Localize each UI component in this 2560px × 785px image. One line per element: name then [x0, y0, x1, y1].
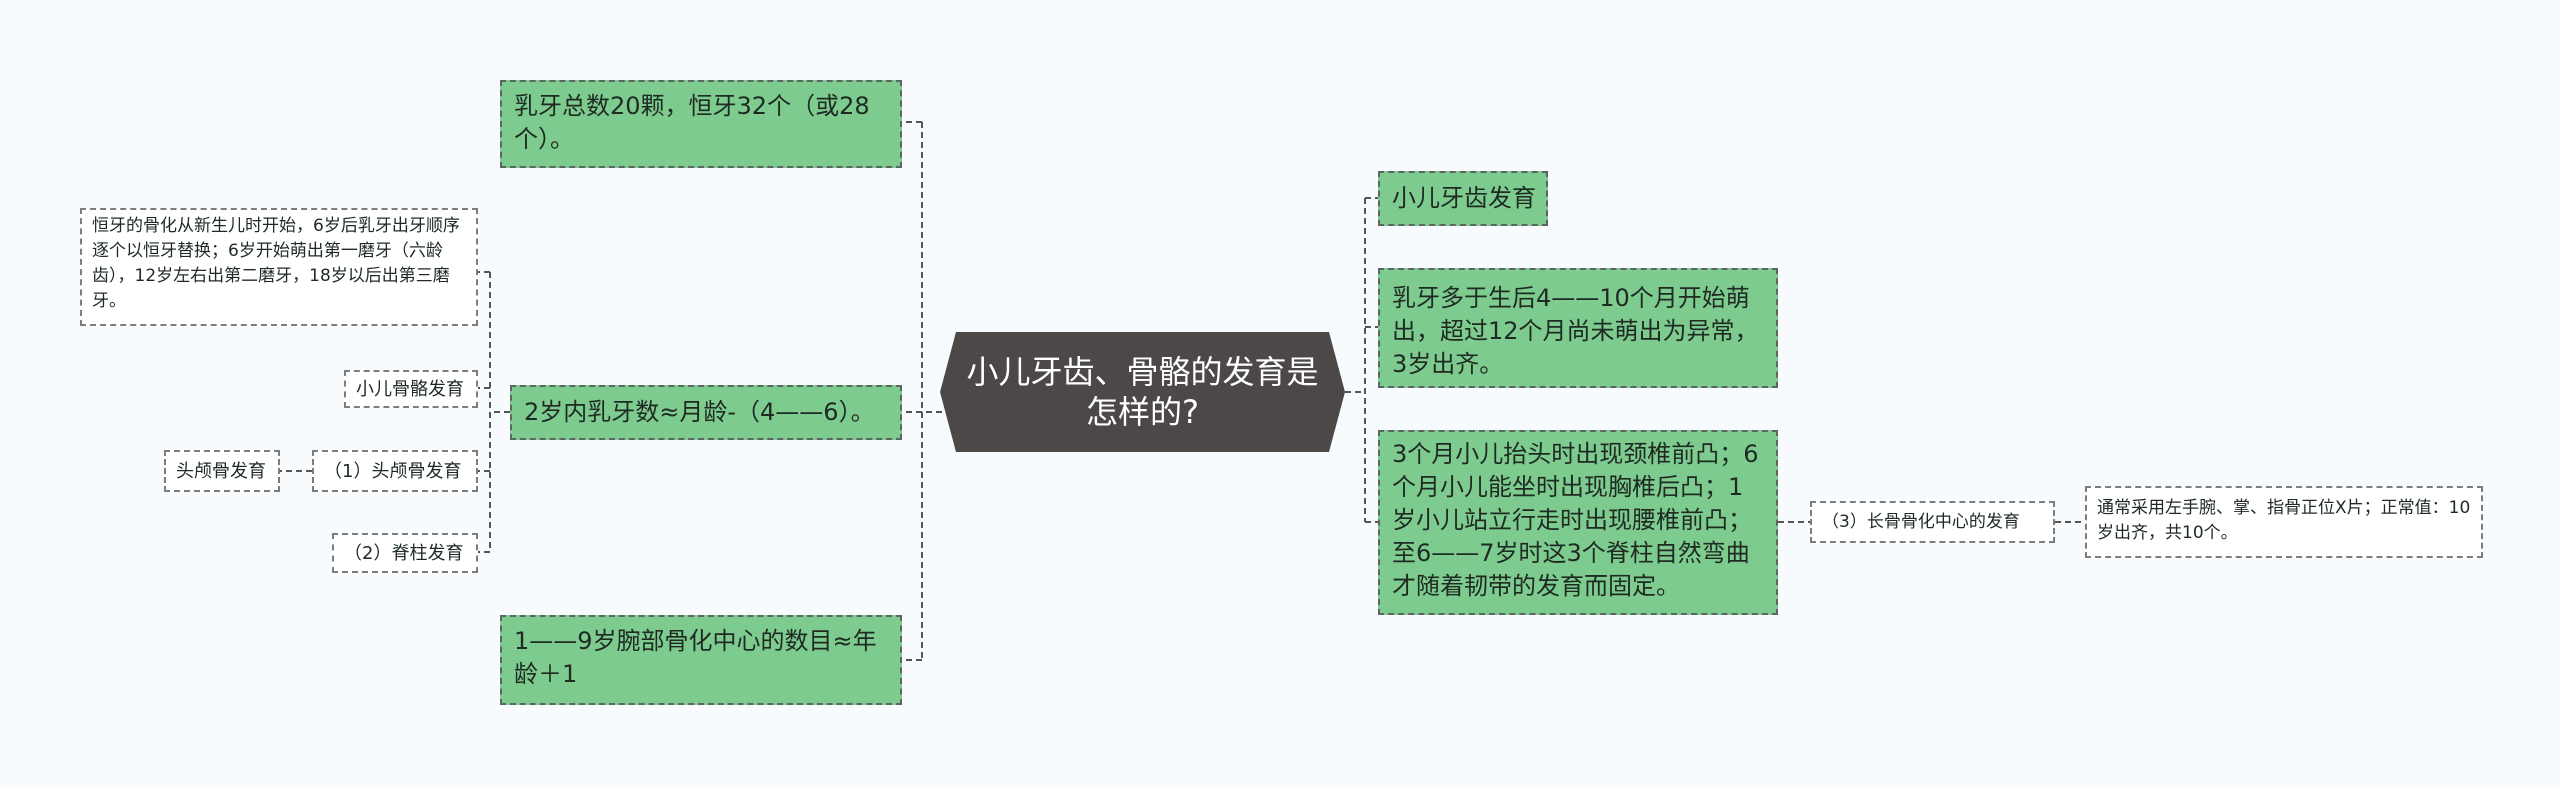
- spine-curves-text: 3个月小儿抬头时出现颈椎前凸；6个月小儿能坐时出现胸椎后凸；1岁小儿站立行走时出…: [1392, 440, 1759, 600]
- milk-teeth-node[interactable]: 乳牙多于生后4——10个月开始萌出，超过12个月尚未萌出为异常，3岁出齐。: [1378, 268, 1778, 388]
- xray-note-text: 通常采用左手腕、掌、指骨正位X片；正常值：10岁出齐，共10个。: [2097, 498, 2471, 543]
- xray-note-node[interactable]: 通常采用左手腕、掌、指骨正位X片；正常值：10岁出齐，共10个。: [2085, 486, 2483, 558]
- root-topic[interactable]: 小儿牙齿、骨骼的发育是怎样的?: [940, 332, 1345, 452]
- teeth-formula-node[interactable]: 2岁内乳牙数≈月龄-（4——6）。: [510, 385, 902, 440]
- spine-curves-node[interactable]: 3个月小儿抬头时出现颈椎前凸；6个月小儿能坐时出现胸椎后凸；1岁小儿站立行走时出…: [1378, 430, 1778, 615]
- spine-dev-node[interactable]: （2）脊柱发育: [332, 533, 478, 573]
- spine-dev-text: （2）脊柱发育: [344, 542, 464, 564]
- wrist-formula-node[interactable]: 1——9岁腕部骨化中心的数目≈年龄＋1: [500, 615, 902, 705]
- skull-label-node[interactable]: 头颅骨发育: [164, 450, 280, 492]
- perm-teeth-note-node[interactable]: 恒牙的骨化从新生儿时开始，6岁后乳牙出牙顺序逐个以恒牙替换；6岁开始萌出第一磨牙…: [80, 208, 478, 326]
- wrist-formula-text: 1——9岁腕部骨化中心的数目≈年龄＋1: [514, 627, 877, 688]
- skull-dev-node[interactable]: （1）头颅骨发育: [312, 450, 478, 492]
- skull-dev-text: （1）头颅骨发育: [324, 460, 462, 482]
- teeth-count-node[interactable]: 乳牙总数20颗，恒牙32个（或28个）。: [500, 80, 902, 168]
- teeth-formula-text: 2岁内乳牙数≈月龄-（4——6）。: [524, 398, 875, 426]
- bone-dev-node[interactable]: 小儿骨骼发育: [344, 370, 478, 408]
- teeth-dev-node[interactable]: 小儿牙齿发育: [1378, 171, 1548, 226]
- long-bone-text: （3）长骨骨化中心的发育: [1822, 511, 2020, 532]
- teeth-dev-text: 小儿牙齿发育: [1392, 184, 1536, 212]
- teeth-count-text: 乳牙总数20颗，恒牙32个（或28个）。: [514, 92, 870, 153]
- bone-dev-text: 小儿骨骼发育: [356, 378, 464, 400]
- long-bone-node[interactable]: （3）长骨骨化中心的发育: [1810, 501, 2055, 543]
- perm-teeth-note-text: 恒牙的骨化从新生儿时开始，6岁后乳牙出牙顺序逐个以恒牙替换；6岁开始萌出第一磨牙…: [92, 216, 460, 311]
- skull-label-text: 头颅骨发育: [176, 460, 266, 482]
- milk-teeth-text: 乳牙多于生后4——10个月开始萌出，超过12个月尚未萌出为异常，3岁出齐。: [1392, 284, 1759, 378]
- root-title: 小儿牙齿、骨骼的发育是怎样的?: [966, 353, 1319, 431]
